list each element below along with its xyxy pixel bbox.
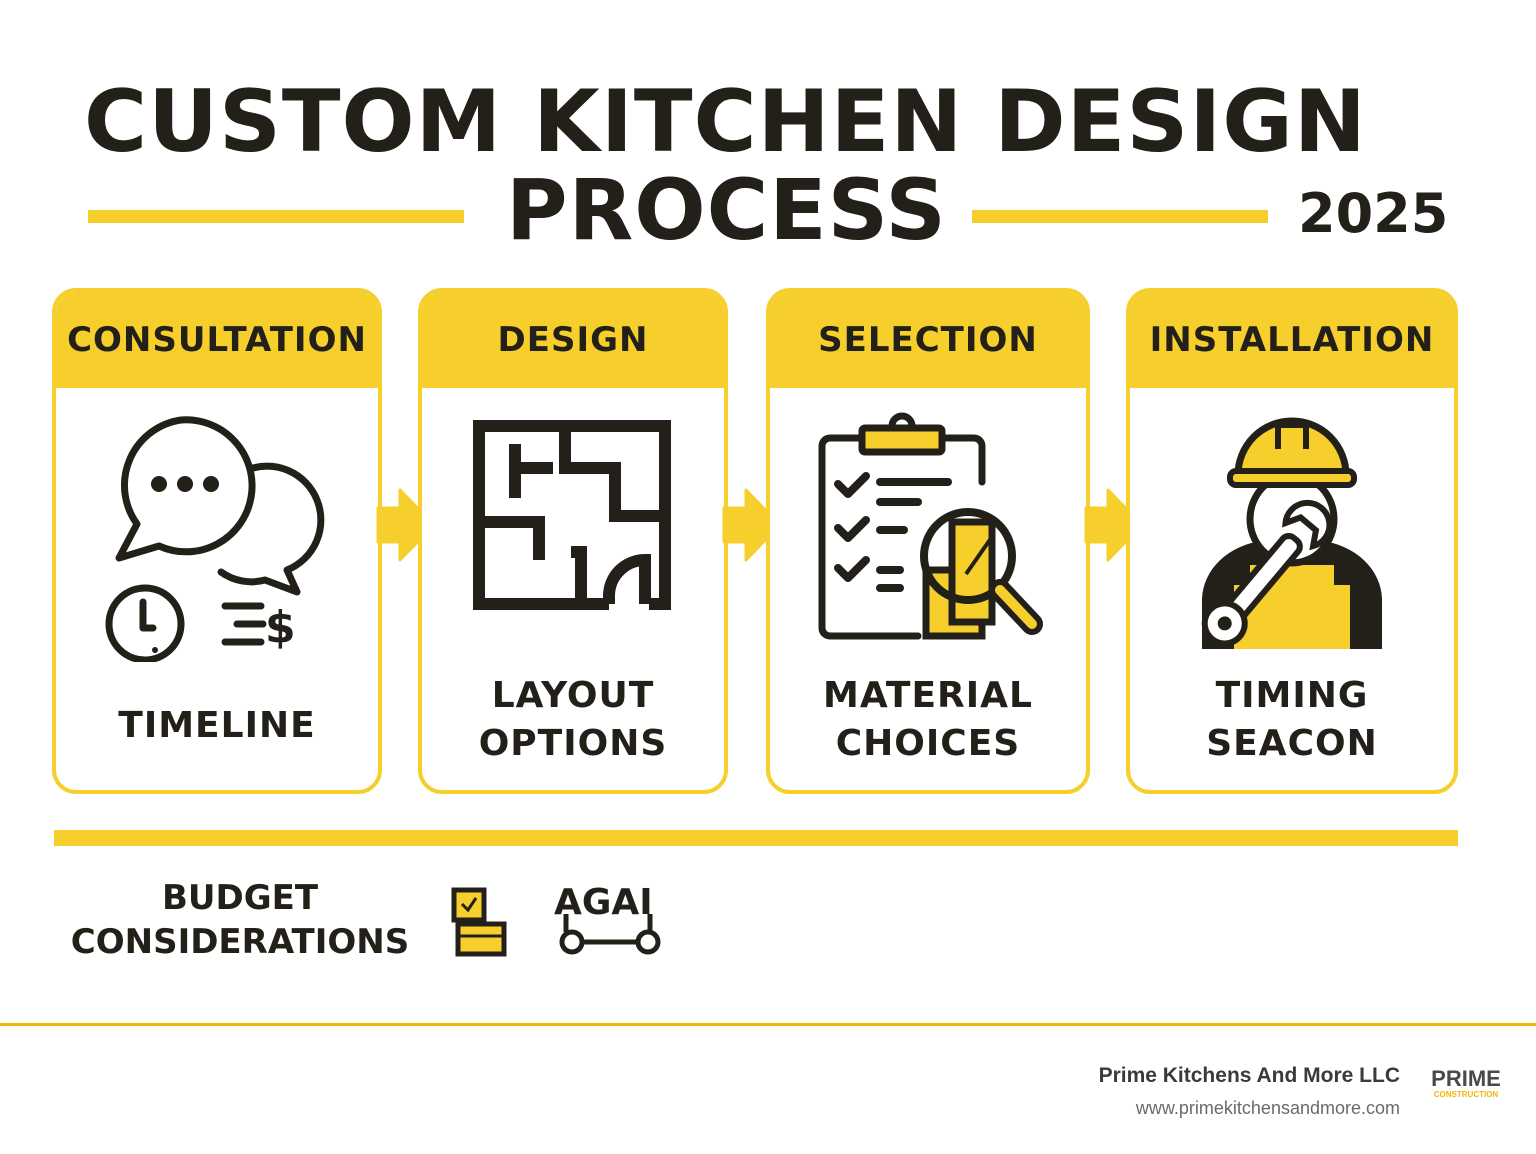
step-label: LAYOUT OPTIONS xyxy=(478,675,668,764)
logo-main-text: PRIME xyxy=(1431,1066,1501,1091)
budget-divider xyxy=(54,830,1458,846)
page-title-line2: PROCESS xyxy=(506,161,947,259)
step-card-selection: SELECTION xyxy=(766,288,1090,794)
arrow-right-icon xyxy=(1084,488,1144,562)
company-name: Prime Kitchens And More LLC xyxy=(1098,1064,1400,1087)
step-card-consultation: CONSULTATION $ TIMELINE xyxy=(52,288,382,794)
step-label: TIMING SEACON xyxy=(1206,675,1378,764)
step-label: TIMELINE xyxy=(118,705,316,746)
step-header: DESIGN xyxy=(422,292,724,388)
arrow-right-icon xyxy=(376,488,436,562)
step-card-design: DESIGN LAYOUT OPTIONS xyxy=(418,288,728,794)
step-header: CONSULTATION xyxy=(56,292,378,388)
year-label: 2025 xyxy=(1298,182,1449,245)
checkbox-box-icon xyxy=(451,887,507,957)
step-title: CONSULTATION xyxy=(67,320,367,360)
logo-sub-text: CONSTRUCTION xyxy=(1433,1090,1499,1099)
step-title: DESIGN xyxy=(497,320,649,360)
website-link[interactable]: www.primekitchensandmore.com xyxy=(1135,1098,1400,1118)
floor-plan-icon xyxy=(422,418,724,618)
prime-construction-logo: PRIME CONSTRUCTION xyxy=(1428,1066,1504,1100)
step-card-installation: INSTALLATION TIMING SEACON xyxy=(1126,288,1458,794)
svg-text:$: $ xyxy=(265,602,296,653)
clipboard-checklist-magnifier-icon xyxy=(770,404,1086,644)
title-rule-left xyxy=(88,210,464,223)
chat-bubbles-clock-dollar-icon: $ xyxy=(56,402,378,662)
agai-text: AGAI xyxy=(554,882,653,923)
worker-wrench-icon xyxy=(1130,404,1454,654)
step-title: INSTALLATION xyxy=(1149,320,1435,360)
title-row-2: PROCESS 2025 xyxy=(88,166,1468,256)
page-title-line1: CUSTOM KITCHEN DESIGN xyxy=(84,72,1367,172)
footer-divider xyxy=(0,1023,1536,1026)
step-header: INSTALLATION xyxy=(1130,292,1454,388)
agai-scale-icon: AGAI xyxy=(554,882,661,955)
step-label: MATERIAL CHOICES xyxy=(823,675,1033,764)
arrow-right-icon xyxy=(722,488,782,562)
step-header: SELECTION xyxy=(770,292,1086,388)
step-title: SELECTION xyxy=(818,320,1038,360)
title-rule-right xyxy=(972,210,1268,223)
budget-considerations-label: BUDGET CONSIDERATIONS xyxy=(70,878,410,962)
